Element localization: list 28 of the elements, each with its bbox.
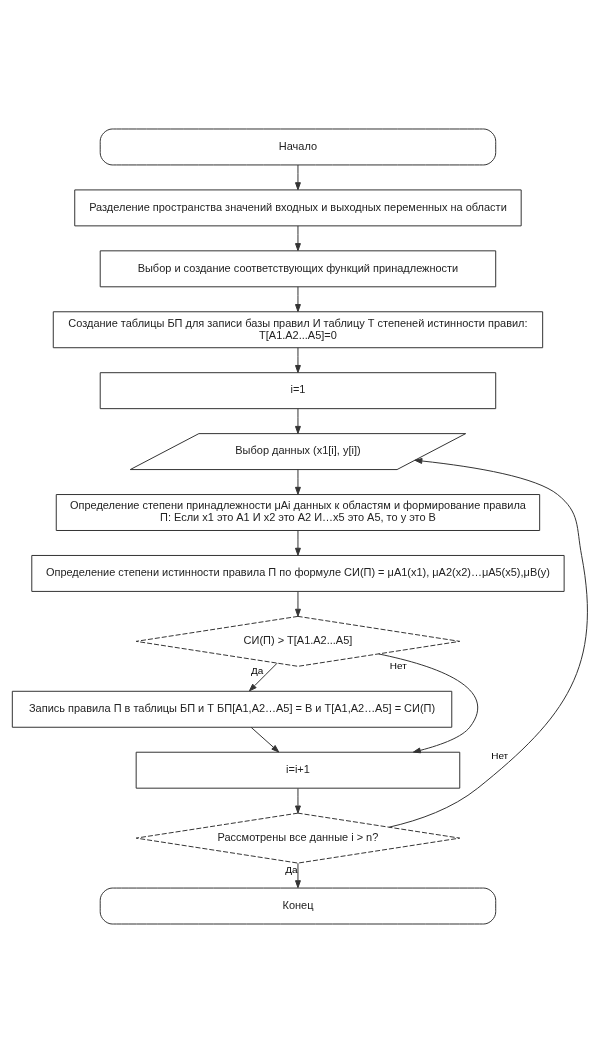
arrow bbox=[295, 530, 301, 556]
node-box: Выбор и создание соответствующих функций принадлежности bbox=[99, 250, 497, 288]
node-box: Начало bbox=[99, 128, 497, 166]
node-box: Конец bbox=[99, 887, 497, 925]
arrow bbox=[248, 662, 278, 692]
node-box: i=i+1 bbox=[135, 751, 461, 789]
edge-label: Нет bbox=[491, 750, 509, 762]
node-box: Определение степени принадлежности μAi данных к областям и формирование правила П: Если x1 это A1 И x2 это A2 И…x5 это A5, то y это B bbox=[55, 494, 541, 531]
node-box: i=1 bbox=[99, 372, 497, 410]
arrow bbox=[295, 408, 301, 434]
node-box: Определение степени истинности правила П по формуле СИ(П) = μA1(x1), μA2(x2)…μA5(x5),μB(y) bbox=[31, 554, 565, 592]
node-box: Запись правила П в таблицы БП и Т БП[A1,A2…A5] = B и T[A1,A2…A5] = СИ(П) bbox=[11, 690, 453, 728]
edge-label: Да bbox=[250, 664, 264, 676]
arrow bbox=[295, 225, 301, 252]
arrow bbox=[250, 726, 280, 753]
arrow bbox=[295, 286, 301, 313]
arrow bbox=[388, 458, 588, 828]
arrow bbox=[295, 469, 301, 495]
edge-label: Да bbox=[285, 863, 298, 875]
arrow bbox=[295, 347, 301, 373]
arrow bbox=[295, 788, 301, 814]
node-box: Разделение пространства значений входных и выходных переменных на области bbox=[74, 189, 522, 227]
arrow bbox=[378, 653, 479, 754]
node-diamond: Рассмотрены все данные i > n? bbox=[135, 812, 461, 864]
arrow bbox=[295, 164, 301, 191]
node-box: Создание таблицы БП для записи базы правил И таблицу Т степеней истинности правил: T[A1.A2...A5]=0 bbox=[52, 311, 544, 349]
arrow bbox=[295, 591, 301, 617]
arrow bbox=[295, 862, 301, 889]
